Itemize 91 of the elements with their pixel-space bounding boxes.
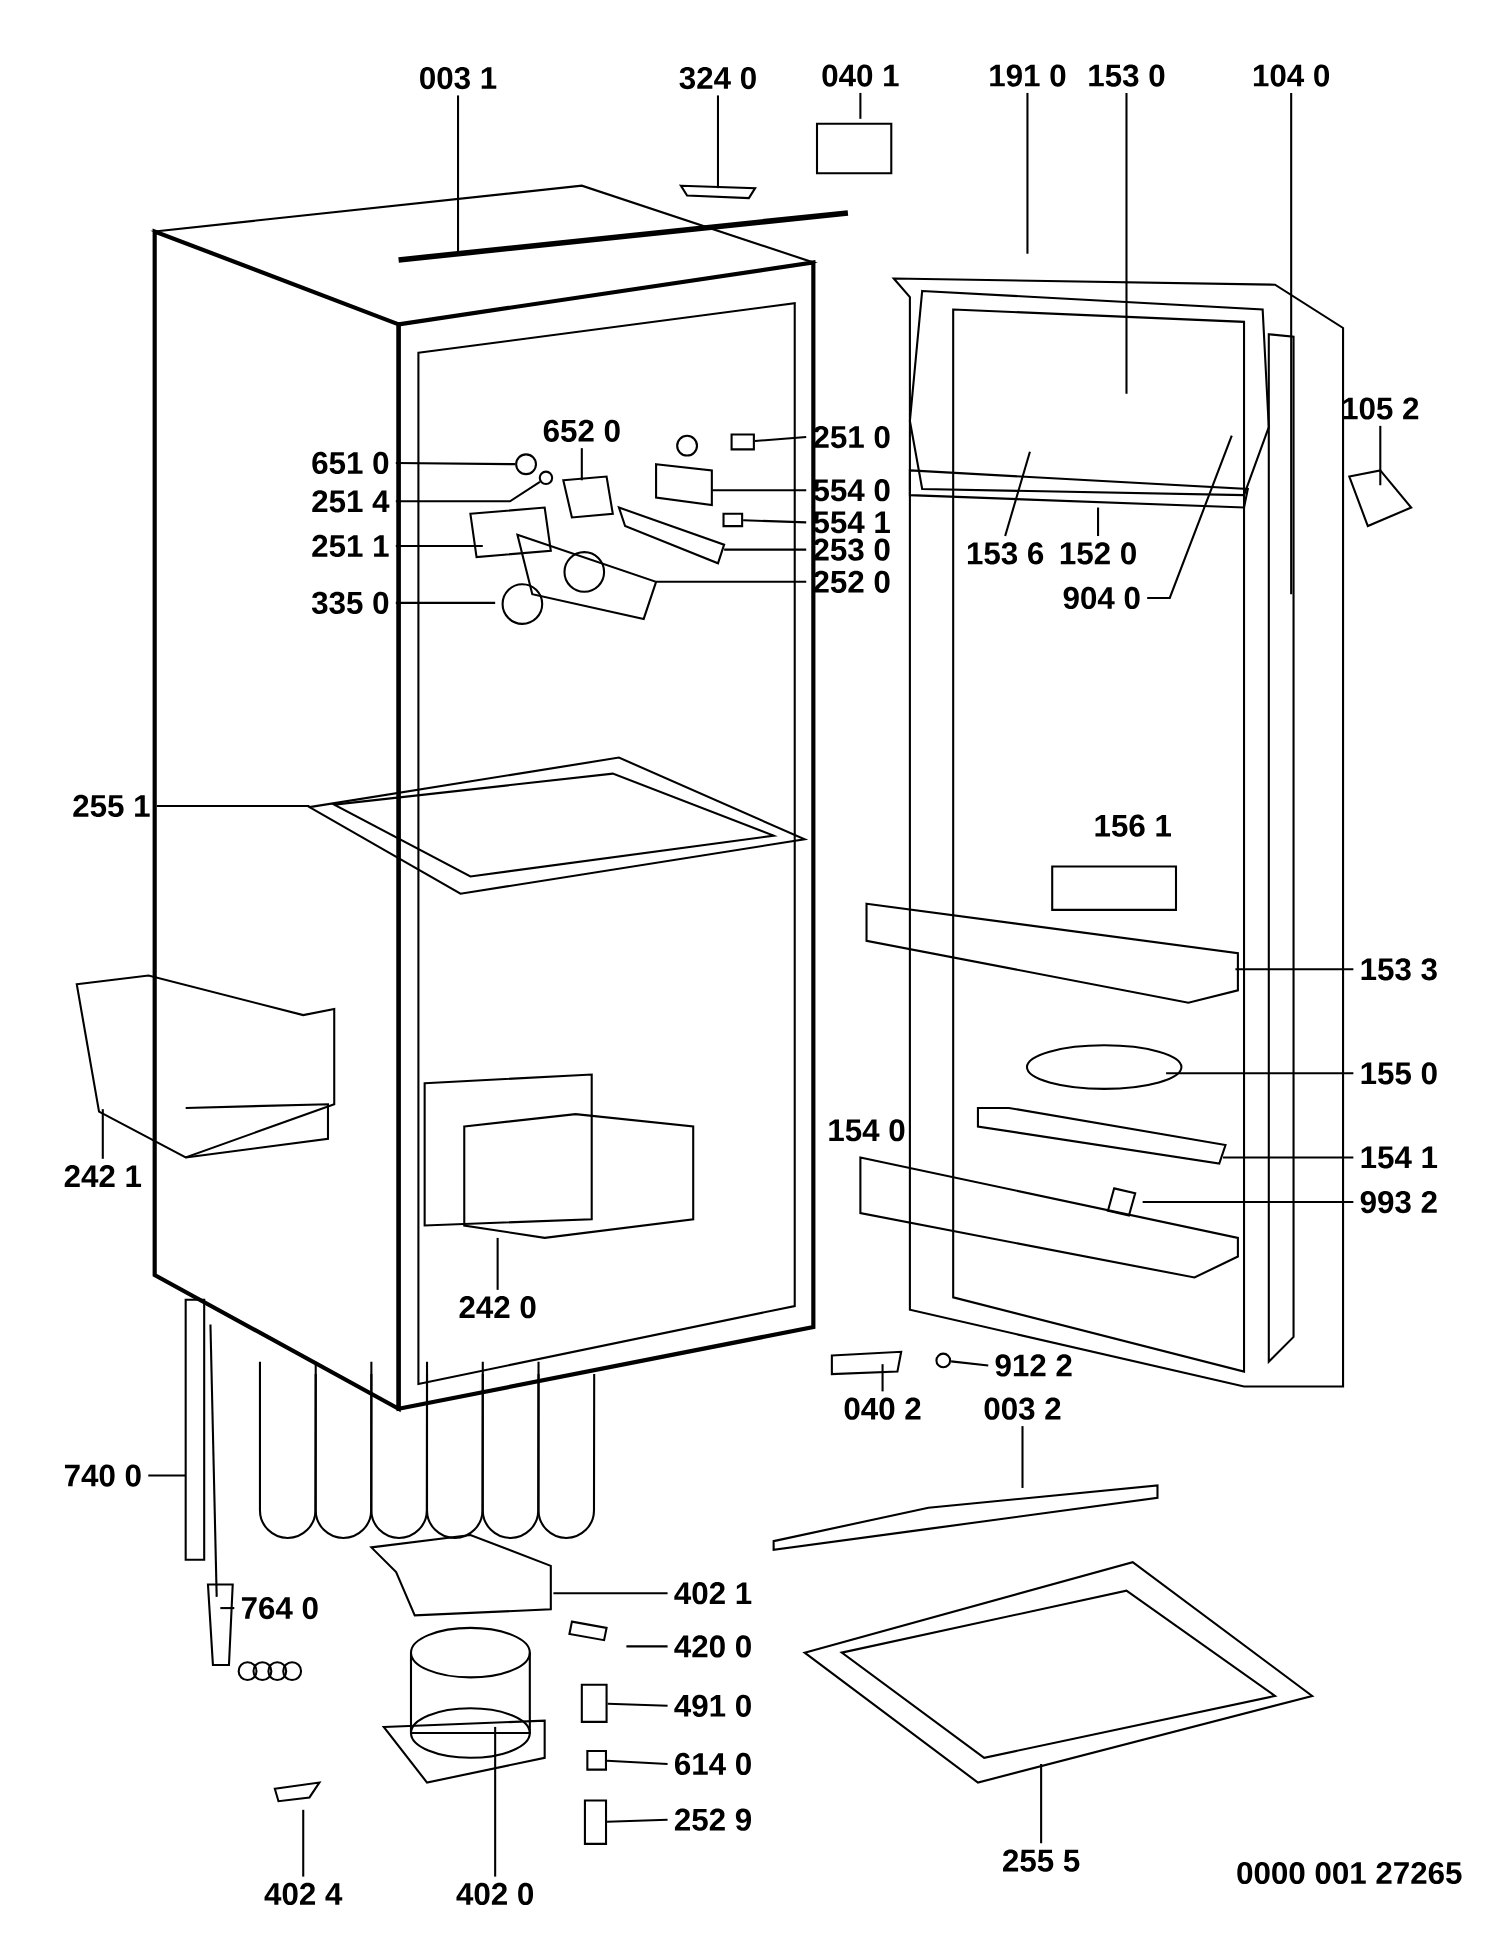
leader-line bbox=[723, 548, 807, 551]
callout-number: 402 0 bbox=[456, 1882, 533, 1906]
leader-line bbox=[655, 580, 807, 583]
callout-number: 993 2 bbox=[1360, 1190, 1437, 1214]
leader-line bbox=[1289, 92, 1293, 595]
callout-number: 040 1 bbox=[822, 64, 899, 87]
callout-number: 740 0 bbox=[64, 1464, 141, 1487]
leader-line bbox=[754, 436, 807, 443]
leader-line bbox=[607, 1702, 668, 1707]
callout-number: 155 0 bbox=[1361, 1062, 1437, 1085]
leader-line bbox=[881, 1364, 884, 1392]
part-drawing bbox=[538, 470, 554, 486]
leader-line bbox=[1222, 1156, 1354, 1159]
leader-line bbox=[1379, 425, 1382, 486]
callout-number: 242 0 bbox=[459, 1296, 536, 1319]
callout-number: 652 0 bbox=[543, 419, 620, 442]
leader-line bbox=[1125, 92, 1128, 394]
leader-line bbox=[743, 519, 807, 524]
leader-line bbox=[1165, 1072, 1354, 1075]
leader-line bbox=[1096, 507, 1099, 537]
callout-number: 491 0 bbox=[674, 1694, 751, 1717]
callout-number: 764 0 bbox=[241, 1596, 318, 1620]
leader-line bbox=[606, 1818, 668, 1823]
leader-line bbox=[496, 1237, 499, 1290]
leader-line bbox=[395, 480, 541, 503]
part-drawing bbox=[722, 512, 744, 528]
callout-number: 420 0 bbox=[674, 1635, 751, 1658]
leader-line bbox=[156, 804, 310, 807]
callout-number: 554 0 bbox=[813, 479, 890, 502]
part-drawing bbox=[580, 1683, 608, 1723]
callout-number: 614 0 bbox=[674, 1752, 751, 1776]
leader-line bbox=[553, 1592, 668, 1595]
callout-number: 040 2 bbox=[844, 1397, 921, 1420]
callout-number: 912 2 bbox=[995, 1354, 1072, 1377]
callout-number: 153 0 bbox=[1089, 64, 1165, 87]
callout-number: 154 1 bbox=[1361, 1146, 1437, 1169]
leader-line bbox=[1147, 435, 1233, 599]
leader-line bbox=[606, 1759, 668, 1765]
callout-number: 251 1 bbox=[312, 534, 389, 558]
leader-line bbox=[395, 461, 515, 466]
callout-number: 242 1 bbox=[64, 1165, 141, 1187]
leader-line bbox=[220, 1607, 235, 1610]
callout-number: 904 0 bbox=[1063, 586, 1140, 610]
callout-number: 402 1 bbox=[674, 1582, 752, 1605]
leader-line bbox=[859, 92, 862, 119]
callout-number: 253 0 bbox=[813, 538, 890, 561]
leader-line bbox=[1026, 92, 1029, 254]
leader-line bbox=[395, 544, 483, 547]
callout-number: 252 0 bbox=[813, 570, 890, 593]
part-drawing bbox=[514, 453, 537, 476]
callout-number: 554 1 bbox=[813, 511, 890, 534]
leader-line bbox=[1142, 1201, 1354, 1204]
callout-number: 402 4 bbox=[264, 1882, 343, 1906]
part-drawing bbox=[583, 1799, 607, 1845]
leader-line bbox=[1004, 451, 1031, 537]
leader-line bbox=[456, 95, 459, 254]
part-drawing bbox=[586, 1749, 607, 1771]
callout-number: 251 0 bbox=[813, 425, 890, 449]
part-drawing bbox=[935, 1352, 951, 1369]
callout-number: 251 4 bbox=[312, 490, 390, 513]
leader-line bbox=[716, 95, 719, 189]
callout-number: 105 2 bbox=[1342, 397, 1419, 420]
part-drawing bbox=[730, 433, 755, 451]
leader-line bbox=[101, 1109, 104, 1159]
drawing-number: 0000 001 27265 bbox=[1237, 1861, 1462, 1885]
leader-line bbox=[1021, 1426, 1024, 1488]
callout-number: 154 0 bbox=[829, 1119, 905, 1142]
leader-line bbox=[950, 1360, 989, 1367]
callout-number: 255 1 bbox=[73, 794, 150, 818]
leader-line bbox=[148, 1474, 186, 1477]
callout-number: 255 5 bbox=[1002, 1849, 1080, 1872]
leader-line bbox=[1039, 1763, 1042, 1844]
leader-line bbox=[302, 1809, 305, 1877]
leader-line bbox=[395, 601, 495, 604]
callout-number: 153 3 bbox=[1361, 958, 1437, 981]
callout-number: 651 0 bbox=[312, 451, 389, 475]
callout-number: 252 9 bbox=[674, 1808, 751, 1831]
leader-line bbox=[493, 1726, 497, 1877]
callout-number: 156 1 bbox=[1095, 814, 1171, 837]
callout-number: 104 0 bbox=[1253, 64, 1329, 87]
callout-number: 152 0 bbox=[1060, 542, 1136, 565]
leader-line bbox=[580, 448, 583, 481]
leader-line bbox=[1235, 968, 1354, 971]
callout-number: 153 6 bbox=[967, 542, 1043, 565]
leader-line bbox=[711, 489, 807, 492]
leader-line bbox=[626, 1645, 668, 1648]
callout-number: 324 0 bbox=[679, 66, 756, 90]
callout-number: 003 2 bbox=[984, 1397, 1061, 1420]
callout-number: 335 0 bbox=[311, 591, 389, 614]
callout-number: 003 1 bbox=[419, 66, 497, 90]
callout-number: 191 0 bbox=[990, 64, 1066, 87]
